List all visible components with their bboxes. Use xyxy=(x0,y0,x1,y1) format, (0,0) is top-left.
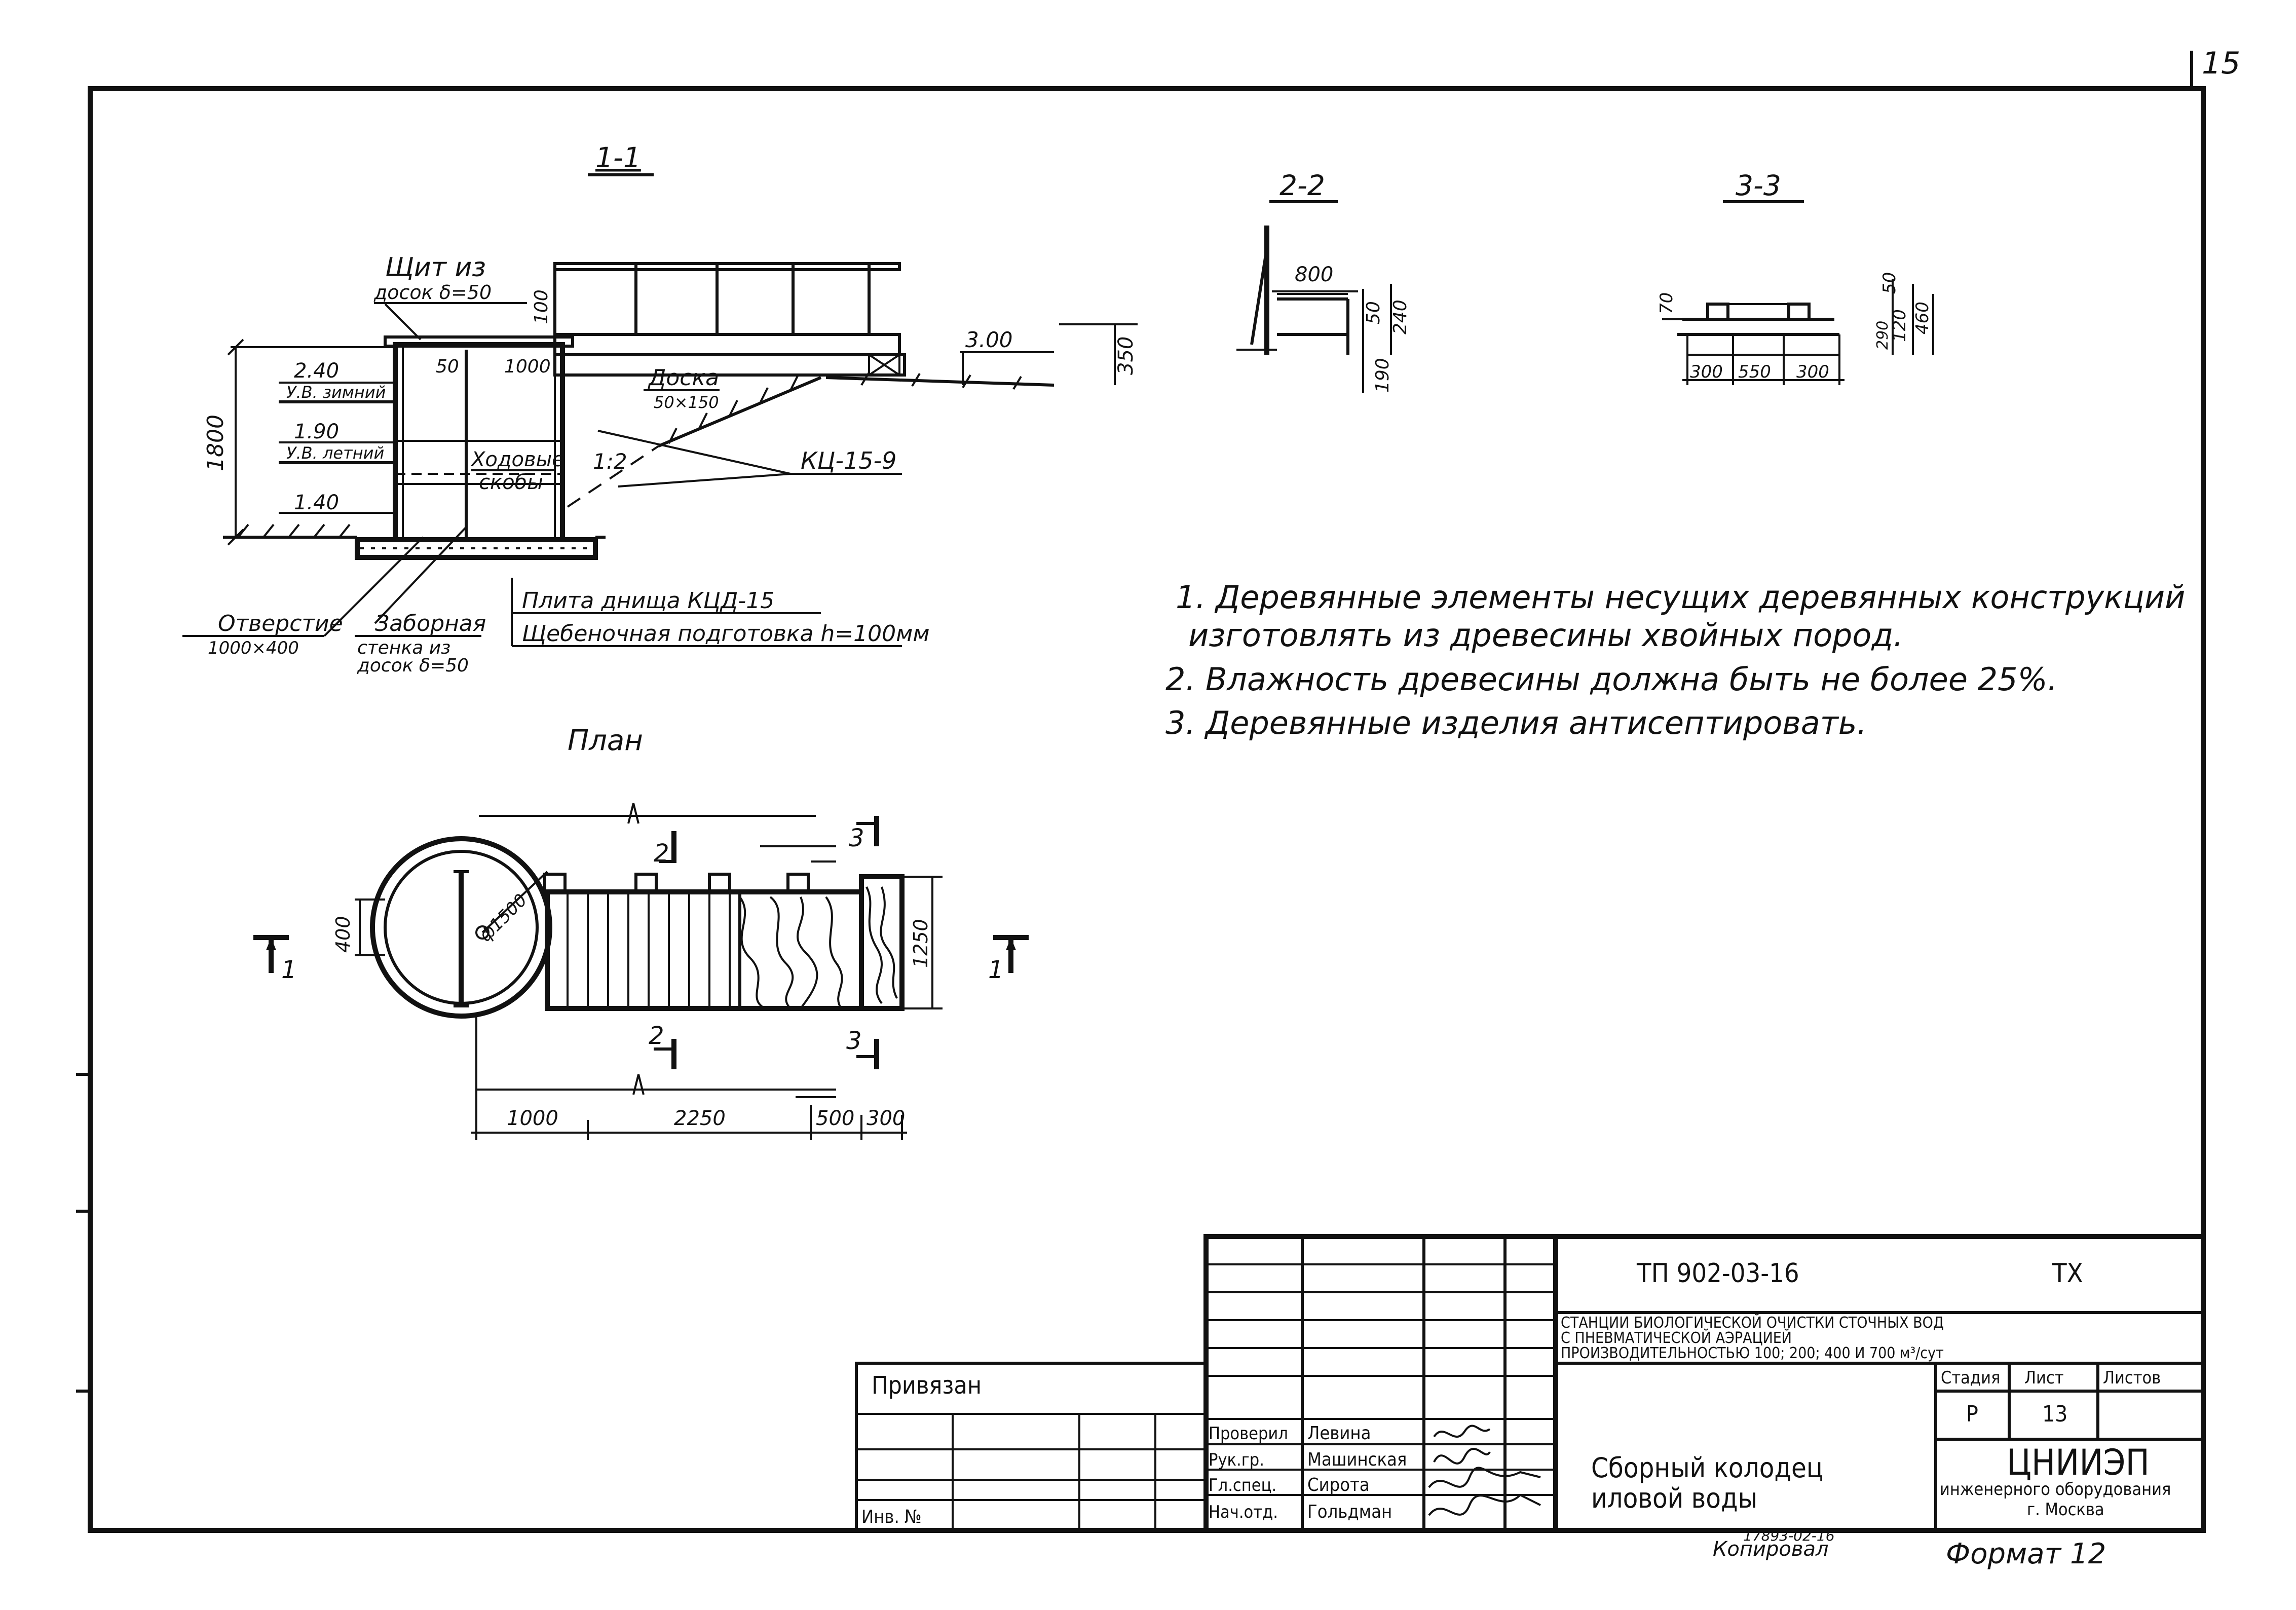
svg-text:Машинская: Машинская xyxy=(1307,1449,1407,1470)
svg-text:Листов: Листов xyxy=(2103,1368,2161,1388)
svg-text:350: 350 xyxy=(1114,336,1138,375)
svg-text:1250: 1250 xyxy=(910,919,932,968)
svg-text:3-3: 3-3 xyxy=(1736,169,1781,202)
svg-text:1000: 1000 xyxy=(507,1107,558,1130)
dim-1800: 1800 xyxy=(203,415,229,471)
svg-text:У.В. летний: У.В. летний xyxy=(286,443,384,463)
svg-text:Левина: Левина xyxy=(1307,1423,1371,1444)
organization: ЦНИИЭП xyxy=(2007,1442,2150,1483)
note-1: 1. Деревянные элементы несущих деревянны… xyxy=(1176,579,2185,616)
svg-text:ф1500: ф1500 xyxy=(475,890,531,946)
svg-text:190: 190 xyxy=(1372,358,1393,393)
svg-text:1.90: 1.90 xyxy=(294,420,339,443)
svg-text:Отверстие: Отверстие xyxy=(218,611,343,636)
svg-text:Р: Р xyxy=(1966,1401,1978,1427)
svg-text:Инв. №: Инв. № xyxy=(861,1507,922,1527)
svg-text:досок δ=50: досок δ=50 xyxy=(373,281,492,304)
svg-text:Доска: Доска xyxy=(648,365,719,391)
svg-text:Проверил: Проверил xyxy=(1209,1424,1288,1444)
svg-text:2.40: 2.40 xyxy=(294,359,339,383)
svg-text:иловой воды: иловой воды xyxy=(1591,1482,1757,1514)
svg-text:2250: 2250 xyxy=(674,1107,726,1130)
doc-mark: ТХ xyxy=(2052,1258,2083,1289)
plan-view: План ф1500 400 xyxy=(253,724,1029,1140)
svg-text:2-2: 2-2 xyxy=(1279,169,1325,202)
svg-text:1000×400: 1000×400 xyxy=(208,638,299,658)
svg-text:Копировал: Копировал xyxy=(1713,1538,1829,1561)
svg-text:50: 50 xyxy=(436,356,459,377)
svg-text:С ПНЕВМАТИЧЕСКОЙ АЭРАЦИЕЙ: С ПНЕВМАТИЧЕСКОЙ АЭРАЦИЕЙ xyxy=(1561,1329,1792,1347)
svg-text:План: План xyxy=(568,724,643,757)
svg-text:инженерного оборудования: инженерного оборудования xyxy=(1940,1479,2171,1500)
section-3-3: 3-3 300 550 300 70 50 290 120 460 xyxy=(1657,169,1934,385)
note-1b: изготовлять из древесины хвойных пород. xyxy=(1188,617,1903,654)
svg-text:290: 290 xyxy=(1874,321,1892,350)
svg-text:Рук.гр.: Рук.гр. xyxy=(1209,1450,1264,1470)
svg-text:досок δ=50: досок δ=50 xyxy=(357,655,469,676)
svg-text:Стадия: Стадия xyxy=(1941,1368,2000,1388)
svg-text:Нач.отд.: Нач.отд. xyxy=(1209,1502,1278,1522)
svg-text:ПРОИЗВОДИТЕЛЬНОСТЬЮ 100; 200;: ПРОИЗВОДИТЕЛЬНОСТЬЮ 100; 200; 400 И 700 … xyxy=(1561,1344,1944,1362)
notes: 1. Деревянные элементы несущих деревянны… xyxy=(1165,579,2185,741)
svg-text:300: 300 xyxy=(867,1107,905,1130)
svg-text:Сирота: Сирота xyxy=(1307,1475,1370,1495)
svg-text:2: 2 xyxy=(654,839,669,868)
svg-text:Гольдман: Гольдман xyxy=(1307,1502,1392,1522)
svg-text:Заборная: Заборная xyxy=(375,611,486,636)
svg-text:13: 13 xyxy=(2042,1401,2067,1427)
svg-text:50: 50 xyxy=(1879,272,1900,294)
svg-text:1:2: 1:2 xyxy=(593,449,627,474)
svg-text:Плита днища КЦД-15: Плита днища КЦД-15 xyxy=(522,588,774,614)
section-2-2: 2-2 800 50 240 190 xyxy=(1236,169,1411,393)
svg-text:800: 800 xyxy=(1295,263,1333,286)
svg-text:Ходовые: Ходовые xyxy=(470,448,564,471)
section-1-1-title: 1-1 xyxy=(595,141,641,174)
svg-text:70: 70 xyxy=(1657,292,1677,314)
note-3: 3. Деревянные изделия антисептировать. xyxy=(1165,704,1867,741)
svg-text:300: 300 xyxy=(1796,362,1829,382)
svg-text:2: 2 xyxy=(649,1022,664,1050)
svg-text:СТАНЦИИ БИОЛОГИЧЕСКОЙ ОЧИСТКИ: СТАНЦИИ БИОЛОГИЧЕСКОЙ ОЧИСТКИ СТОЧНЫХ ВО… xyxy=(1561,1314,1944,1332)
svg-text:50×150: 50×150 xyxy=(654,393,719,412)
svg-text:50: 50 xyxy=(1363,301,1384,324)
svg-text:500: 500 xyxy=(816,1107,854,1130)
svg-text:скобы: скобы xyxy=(479,471,543,494)
note-2: 2. Влажность древесины должна быть не бо… xyxy=(1165,661,2057,698)
svg-text:460: 460 xyxy=(1912,302,1933,334)
svg-text:1.40: 1.40 xyxy=(294,491,339,514)
svg-text:3: 3 xyxy=(849,824,864,852)
project-code: ТП 902-03-16 xyxy=(1636,1258,1799,1289)
svg-text:3: 3 xyxy=(846,1027,862,1055)
svg-text:г. Москва: г. Москва xyxy=(2027,1500,2104,1520)
svg-text:1: 1 xyxy=(281,956,297,984)
base-slab xyxy=(355,537,598,560)
svg-text:400: 400 xyxy=(332,916,354,953)
svg-text:17893-02-16: 17893-02-16 xyxy=(1743,1527,1835,1544)
svg-text:1000: 1000 xyxy=(504,356,551,377)
svg-text:Щит из: Щит из xyxy=(385,252,486,283)
title-block: Привязан Инв. № Проверил Рук.гр. Гл.спец… xyxy=(855,1234,2206,1570)
svg-text:3.00: 3.00 xyxy=(965,327,1013,352)
svg-text:1: 1 xyxy=(988,956,1004,984)
svg-text:Лист: Лист xyxy=(2024,1368,2064,1388)
svg-text:Привязан: Привязан xyxy=(872,1371,982,1400)
svg-text:240: 240 xyxy=(1390,299,1411,334)
format: Формат 12 xyxy=(1946,1538,2106,1570)
svg-text:У.В. зимний: У.В. зимний xyxy=(286,383,386,402)
svg-text:Гл.спец.: Гл.спец. xyxy=(1209,1475,1276,1495)
page-number: 15 xyxy=(2202,46,2240,81)
drawing-title: Сборный колодец xyxy=(1591,1452,1823,1484)
svg-text:Щебеночная подготовка h=100мм: Щебеночная подготовка h=100мм xyxy=(522,621,930,647)
svg-text:550: 550 xyxy=(1738,362,1771,382)
svg-text:100: 100 xyxy=(531,289,552,324)
svg-text:стенка из: стенка из xyxy=(357,638,450,658)
svg-text:КЦ-15-9: КЦ-15-9 xyxy=(801,447,896,474)
section-1-1: 1-1 xyxy=(182,141,1138,676)
svg-text:300: 300 xyxy=(1690,362,1723,382)
